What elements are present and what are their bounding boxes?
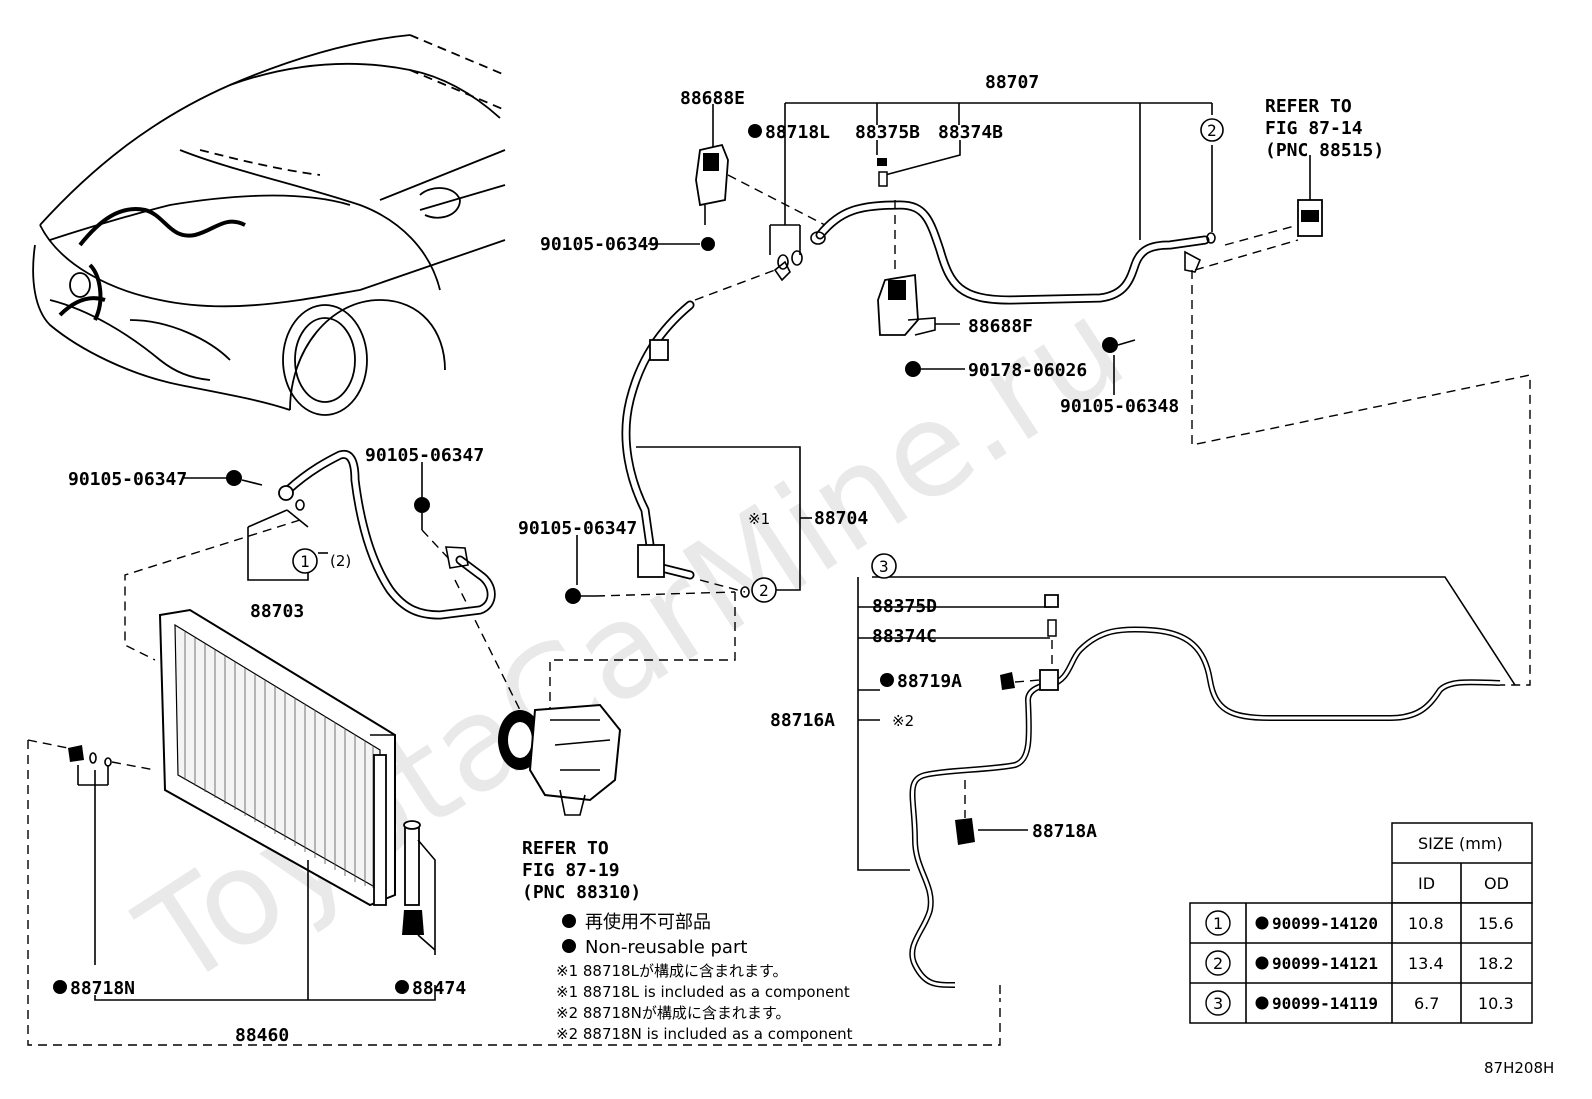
refer-1-line3: (PNC 88515) xyxy=(1265,140,1384,161)
label-90105-06347-b: 90105-06347 xyxy=(365,445,484,466)
label-88688E: 88688E xyxy=(680,88,745,109)
label-88374C: 88374C xyxy=(872,626,937,647)
label-88375B: 88375B xyxy=(855,122,920,143)
size-row: 3 90099-14119 6.7 10.3 xyxy=(1205,990,1514,1016)
vehicle-sketch xyxy=(32,34,506,416)
label-90105-06349: 90105-06349 xyxy=(540,234,659,255)
size-row-id: 6.7 xyxy=(1414,994,1439,1013)
compressor-ref-88310 xyxy=(454,579,622,816)
refer-2-line3: (PNC 88310) xyxy=(522,882,641,903)
label-88474: 88474 xyxy=(412,978,466,999)
size-header: SIZE (mm) xyxy=(1418,834,1503,853)
size-row-ring: 3 xyxy=(1213,994,1223,1013)
bracket-88688F xyxy=(877,200,965,377)
label-88718L: 88718L xyxy=(765,122,830,143)
nonreusable-dot-icon xyxy=(1255,956,1269,970)
size-col-od: OD xyxy=(1484,874,1509,893)
size-row-od: 18.2 xyxy=(1478,954,1514,973)
label-88716A-note: ※2 xyxy=(892,712,914,730)
ring-1-icon xyxy=(292,548,318,574)
receiver-88474 xyxy=(402,820,436,955)
legend-line5: ※2 88718Nが構成に含まれます。 xyxy=(556,1004,790,1022)
legend-line6: ※2 88718N is included as a component xyxy=(556,1025,853,1043)
size-row-ring: 1 xyxy=(1213,914,1223,933)
liquid-hose-88703 xyxy=(124,449,496,661)
legend-line4: ※1 88718L is included as a component xyxy=(556,983,850,1001)
label-90105-06347-c: 90105-06347 xyxy=(518,518,637,539)
size-col-id: ID xyxy=(1418,874,1435,893)
nonreusable-dot-icon xyxy=(1255,916,1269,930)
size-row-od: 10.3 xyxy=(1478,994,1514,1013)
ring-2b-icon xyxy=(751,577,777,603)
label-88460: 88460 xyxy=(235,1025,289,1046)
label-88718N: 88718N xyxy=(70,978,135,999)
label-90105-06348: 90105-06348 xyxy=(1060,396,1179,417)
size-row-od: 15.6 xyxy=(1478,914,1514,933)
legend-line1: 再使用不可部品 xyxy=(585,912,711,933)
ring-2-icon xyxy=(1200,118,1224,142)
part-labels: 88707 88688E 88718L 88375B 88374B 2 REFE… xyxy=(53,72,1384,1046)
ring-icon xyxy=(1205,910,1231,936)
size-row-id: 10.8 xyxy=(1408,914,1444,933)
legend: 再使用不可部品 Non-reusable part ※1 88718Lが構成に含… xyxy=(556,912,853,1043)
size-row-id: 13.4 xyxy=(1408,954,1444,973)
nonreusable-dot-icon xyxy=(53,980,67,994)
nonreusable-dot-icon xyxy=(1255,996,1269,1010)
label-88704-note: ※1 xyxy=(748,510,770,528)
ring-3-icon xyxy=(871,553,897,579)
label-88718A: 88718A xyxy=(1032,821,1097,842)
ring-2b-label: 2 xyxy=(759,581,769,600)
discharge-hose-88704 xyxy=(549,260,812,720)
refer-2-line2: FIG 87-19 xyxy=(522,860,620,881)
part-88718N-parts xyxy=(27,739,1001,1046)
label-88704: 88704 xyxy=(814,508,868,529)
label-88375D: 88375D xyxy=(872,596,937,617)
size-row: 2 90099-14121 13.4 18.2 xyxy=(1205,950,1514,976)
ring-icon xyxy=(1205,950,1231,976)
figure-code: 87H208H xyxy=(1484,1059,1554,1077)
ring-paren-label: (2) xyxy=(330,552,351,570)
suction-hose-88707 xyxy=(769,102,1216,305)
ring-3-label: 3 xyxy=(879,557,889,576)
size-row-part: 90099-14121 xyxy=(1272,954,1378,973)
size-row: 1 90099-14120 10.8 15.6 xyxy=(1205,910,1514,936)
liquid-pipe-88716A xyxy=(857,576,1516,1000)
nonreusable-dot-icon xyxy=(880,673,894,687)
label-90105-06347-a: 90105-06347 xyxy=(68,469,187,490)
label-88707: 88707 xyxy=(985,72,1039,93)
nonreusable-dot-icon xyxy=(562,939,576,953)
size-row-part: 90099-14120 xyxy=(1272,914,1378,933)
nonreusable-dot-icon xyxy=(748,124,762,138)
label-88374B: 88374B xyxy=(938,122,1003,143)
nonreusable-dot-icon xyxy=(395,980,409,994)
bolt-90105-06348 xyxy=(1102,337,1136,395)
legend-line3: ※1 88718Lが構成に含まれます。 xyxy=(556,962,787,980)
ring-1-label: 1 xyxy=(300,552,310,571)
label-90178-06026: 90178-06026 xyxy=(968,360,1087,381)
ring-2-label: 2 xyxy=(1207,121,1217,140)
size-row-part: 90099-14119 xyxy=(1272,994,1378,1013)
size-row-ring: 2 xyxy=(1213,954,1223,973)
refer-2-line1: REFER TO xyxy=(522,838,609,859)
bracket-88688E xyxy=(695,104,826,251)
refer-1-line1: REFER TO xyxy=(1265,96,1352,117)
nonreusable-dot-icon xyxy=(562,914,576,928)
condenser-88460 xyxy=(158,608,396,907)
label-88719A: 88719A xyxy=(897,671,962,692)
label-88703: 88703 xyxy=(250,601,304,622)
refer-1-line2: FIG 87-14 xyxy=(1265,118,1363,139)
connector-88515-ref xyxy=(1191,155,1531,686)
label-88688F: 88688F xyxy=(968,316,1033,337)
size-table: SIZE (mm) ID OD 1 90099-14120 10.8 15.6 … xyxy=(1189,822,1533,1024)
ring-icon xyxy=(1205,990,1231,1016)
legend-line2: Non-reusable part xyxy=(585,937,747,958)
label-88716A: 88716A xyxy=(770,710,835,731)
